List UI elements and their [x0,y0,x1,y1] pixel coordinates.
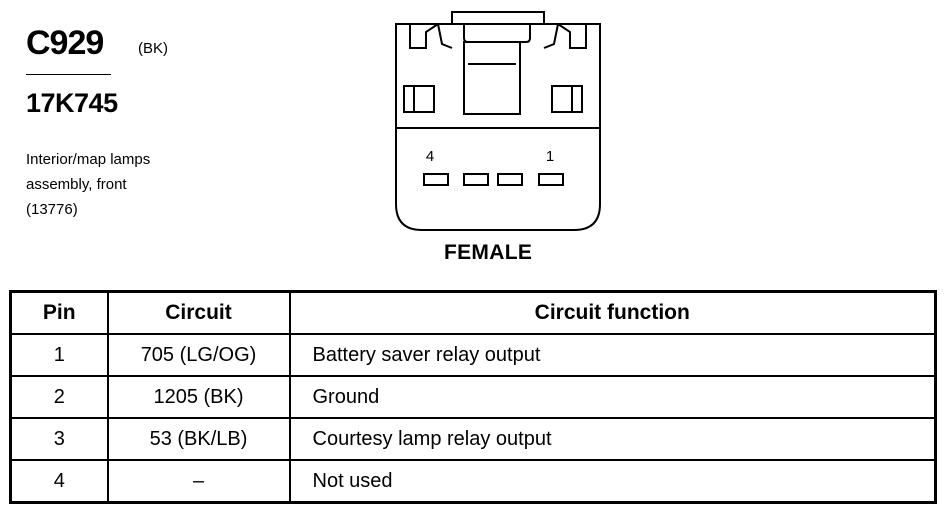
right-shoulder [557,23,587,49]
connector-color: (BK) [138,40,168,57]
description-line: (13776) [26,201,78,218]
circuit-cell: – [106,459,291,504]
circuit-cell: 705 (LG/OG) [106,333,291,377]
table-row: 2 1205 (BK) Ground [9,375,937,419]
function-cell: Courtesy lamp relay output [288,417,937,461]
pin-cell: 1 [9,333,109,377]
table-row: 1 705 (LG/OG) Battery saver relay output [9,333,937,377]
part-number: 17K745 [26,88,118,118]
connector-gender: FEMALE [444,241,533,264]
latch-inner [463,24,531,43]
pin-label-left: 4 [426,148,434,165]
function-cell: Battery saver relay output [288,333,937,377]
circuit-cell: 53 (BK/LB) [106,417,291,461]
table-row: 4 – Not used [9,459,937,504]
function-cell: Not used [288,459,937,504]
pin-cell: 4 [9,459,109,504]
connector-face-diagram: 4 1 [395,11,601,231]
description-line: assembly, front [26,176,127,193]
header-pin: Pin [9,290,109,335]
left-window [403,85,435,113]
connector-body [395,23,601,231]
pinout-table: Pin Circuit Circuit function 1 705 (LG/O… [9,290,937,504]
connector-id: C929 [26,24,104,62]
pin-cavity-2 [497,173,523,186]
pin-label-right: 1 [546,148,554,165]
connector-description: Interior/map lamps assembly, front (1377… [26,147,150,222]
pin-cell: 2 [9,375,109,419]
table-header-row: Pin Circuit Circuit function [9,290,937,335]
description-line: Interior/map lamps [26,151,151,168]
circuit-cell: 1205 (BK) [106,375,291,419]
pin-cavity-1 [538,173,564,186]
right-window [551,85,583,113]
function-cell: Ground [288,375,937,419]
table-row: 3 53 (BK/LB) Courtesy lamp relay output [9,417,937,461]
left-shoulder [409,23,439,49]
latch-housing [451,11,545,24]
pin-cavity-3 [463,173,489,186]
pin-cell: 3 [9,417,109,461]
latch-block [463,41,521,115]
pin-cavity-4 [423,173,449,186]
header-circuit: Circuit [106,290,291,335]
connector-id-underline [26,74,111,75]
header-function: Circuit function [288,290,937,335]
